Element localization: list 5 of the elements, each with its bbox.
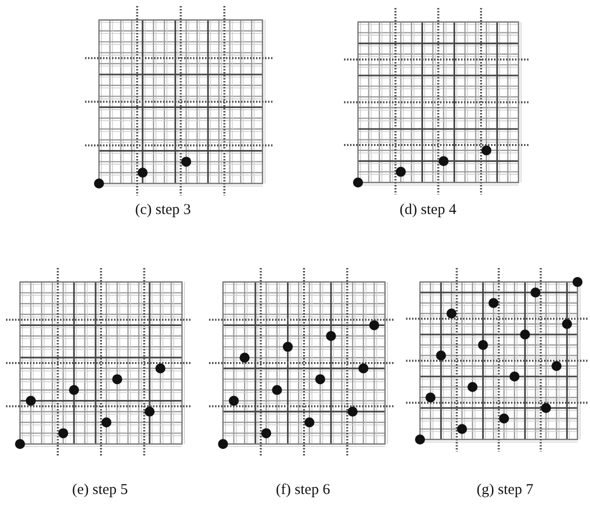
caption: (g) step 7 bbox=[476, 482, 534, 499]
caption: (c) step 3 bbox=[135, 202, 191, 219]
caption: (d) step 4 bbox=[400, 202, 456, 219]
caption: (f) step 6 bbox=[276, 482, 330, 499]
caption: (e) step 5 bbox=[72, 482, 128, 499]
